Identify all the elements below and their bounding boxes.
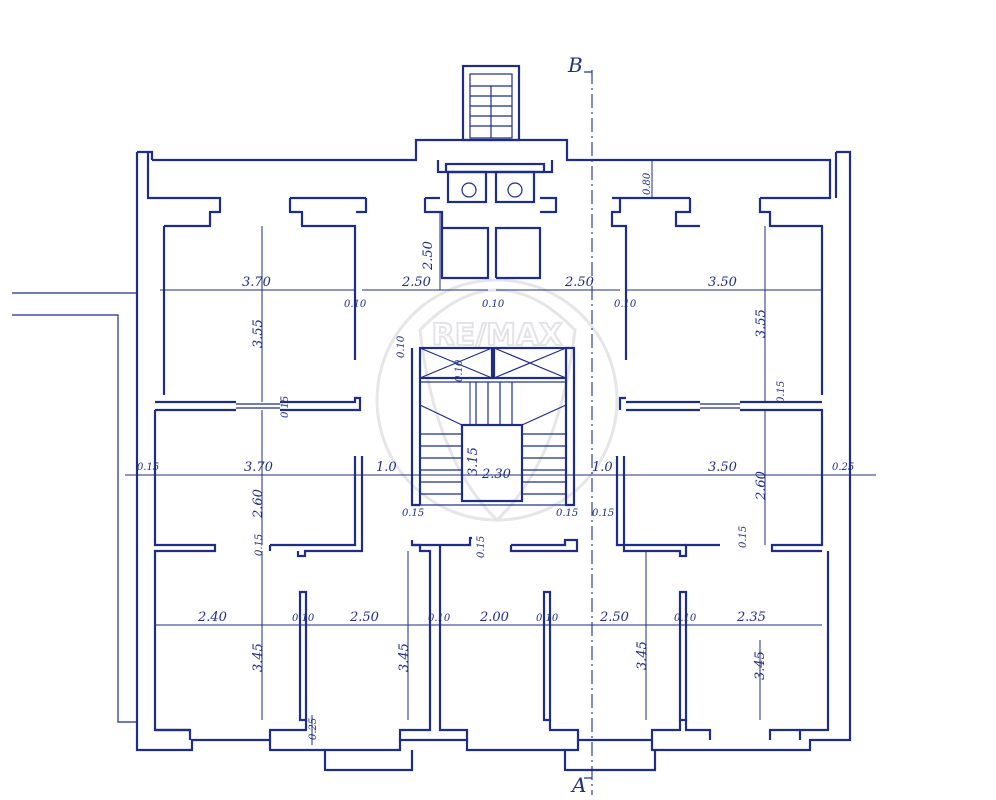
dim-label: 0.15	[776, 381, 787, 403]
dim-label: 3.45	[753, 651, 768, 680]
dim-label: 2.30	[481, 467, 511, 482]
dim-label: 3.50	[708, 275, 737, 290]
dim-label: 2.50	[421, 241, 436, 271]
dim-label: 1.0	[592, 460, 613, 475]
dim-label: 0.10	[482, 299, 505, 310]
dim-label: 2.50	[564, 275, 594, 290]
dim-label: 2.40	[197, 610, 227, 625]
dim-label: 2.35	[736, 610, 766, 625]
dim-label: 0.10	[396, 335, 407, 358]
roof-stair	[461, 64, 521, 142]
dim-label: 3.15	[466, 447, 481, 476]
front-rooms	[162, 196, 824, 395]
dim-label: 0.15	[280, 396, 291, 418]
dim-label: 0.15	[402, 508, 424, 519]
section-label-bottom: A	[570, 773, 586, 797]
dim-label: 3.45	[251, 643, 266, 672]
dim-label: 3.55	[754, 309, 769, 338]
stair-core	[410, 160, 576, 507]
dim-label: 0.10	[292, 613, 315, 624]
dim-label: 0.25	[832, 462, 854, 473]
dim-label: 0.10	[454, 359, 465, 382]
section-line: B A	[567, 53, 593, 797]
dim-label: 2.60	[754, 471, 769, 501]
dim-label: 2.50	[401, 275, 431, 290]
dim-label: 0.15	[556, 508, 578, 519]
dim-label: 0.10	[344, 299, 367, 310]
dim-label: 2.50	[349, 610, 379, 625]
partitions	[153, 396, 830, 740]
dim-label: 3.45	[635, 641, 650, 670]
dim-label: 0.10	[428, 613, 451, 624]
dim-label: 0.10	[614, 299, 637, 310]
dim-label: 0.15	[592, 508, 614, 519]
dimension-labels: 3.70 2.50 2.50 3.50 3.55 3.55 2.50 0.80 …	[137, 172, 854, 740]
adjacent-building	[12, 292, 137, 723]
dim-label: 3.70	[244, 460, 273, 475]
exterior-walls	[135, 138, 852, 772]
dim-label: 2.60	[251, 489, 266, 519]
dim-label: 0.15	[137, 462, 159, 473]
dim-label: 0.15	[254, 534, 265, 556]
dimension-lines	[125, 160, 876, 745]
dim-label: 3.45	[397, 643, 412, 672]
dim-label: 2.00	[479, 610, 509, 625]
dim-label: 0.15	[738, 526, 749, 548]
dim-label: 0.10	[536, 613, 559, 624]
section-label-top: B	[567, 53, 583, 77]
back-rooms	[155, 536, 800, 740]
dim-label: 0.80	[642, 172, 653, 195]
dim-label: 0.25	[308, 718, 319, 740]
dim-label: 2.50	[599, 610, 629, 625]
dim-label: 0.15	[476, 536, 487, 558]
dim-label: 3.70	[242, 275, 271, 290]
dim-label: 3.50	[708, 460, 737, 475]
dim-label: 3.55	[251, 319, 266, 348]
dim-label: 1.0	[376, 460, 397, 475]
dim-label: 0.10	[674, 613, 697, 624]
